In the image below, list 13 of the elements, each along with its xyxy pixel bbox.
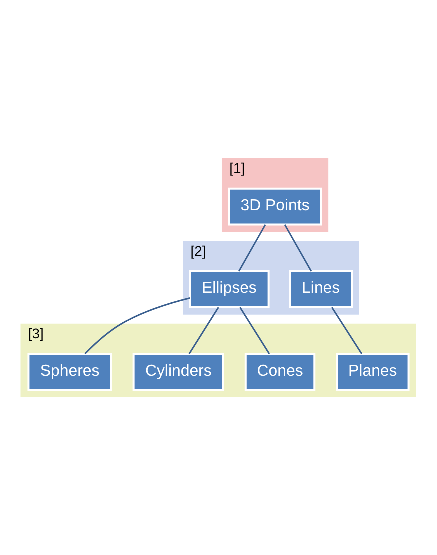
connector: [84, 297, 190, 354]
connector: [188, 306, 220, 354]
node-box: Lines: [289, 270, 353, 308]
connector: [331, 306, 363, 354]
node-box: Cylinders: [132, 352, 224, 391]
node-box: Spheres: [28, 352, 112, 391]
connector: [240, 306, 270, 354]
connector: [238, 224, 266, 272]
node-box: 3D Points: [228, 187, 322, 226]
node-box: Planes: [336, 352, 410, 391]
connector: [284, 224, 312, 272]
node-box: Ellipses: [189, 270, 270, 308]
node-box: Cones: [244, 352, 316, 391]
